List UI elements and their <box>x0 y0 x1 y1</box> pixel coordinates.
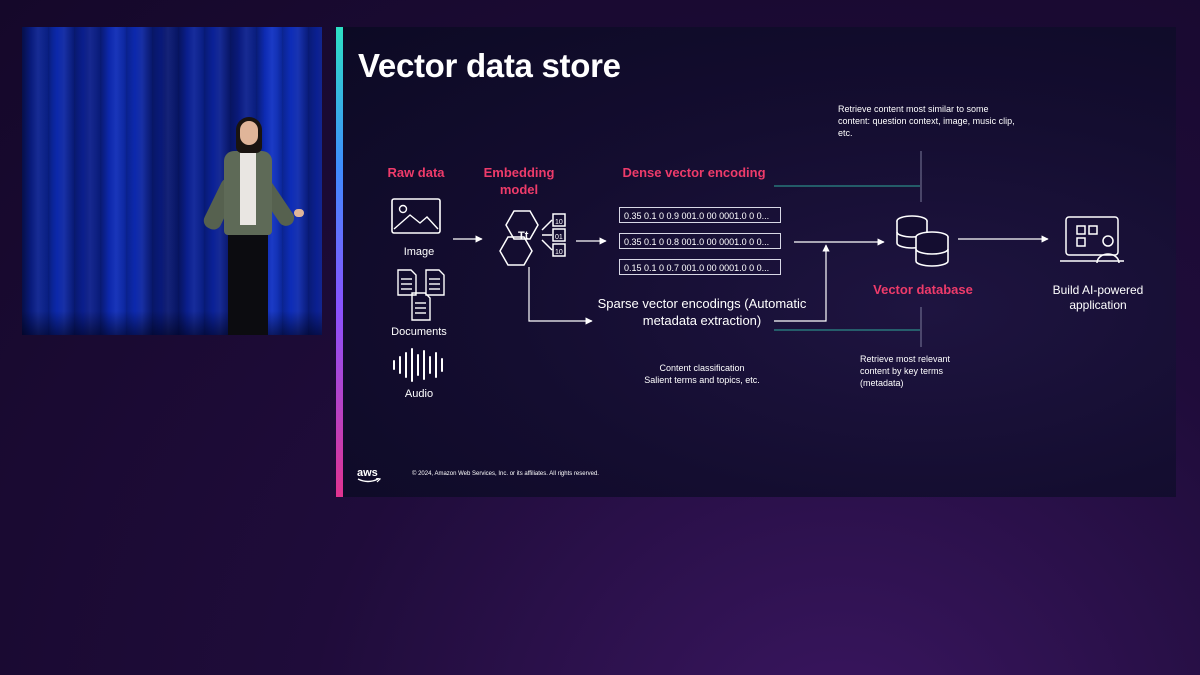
stage-curtain <box>22 27 322 335</box>
presentation-slide: Vector data store <box>336 27 1176 497</box>
aws-smile-icon <box>357 478 381 483</box>
input-image-label: Image <box>403 246 435 258</box>
input-documents-label: Documents <box>391 326 447 338</box>
svg-text:10: 10 <box>555 219 563 226</box>
slide-accent-bar <box>336 27 343 497</box>
diagram-connectors: Tt 10 01 10 <box>391 151 1124 382</box>
label-embedding-model: Embedding model <box>483 165 555 197</box>
vector-database-icon <box>896 215 949 267</box>
speaker-video-feed <box>22 27 322 335</box>
dense-vector-3: 0.15 0.1 0 0.7 001.0 00 0001.0 0 0... <box>619 259 781 275</box>
sparse-notes: Content classification Salient terms and… <box>596 362 808 386</box>
sparse-note-classification: Content classification <box>659 363 745 373</box>
image-icon <box>391 198 441 234</box>
arrow-sparse-to-db <box>774 244 830 322</box>
aws-logo: aws <box>357 467 381 484</box>
vector-database-label: Vector database <box>873 282 973 297</box>
slide-title: Vector data store <box>358 47 621 84</box>
sparse-note-terms: Salient terms and topics, etc. <box>644 375 760 385</box>
arrow-embedding-to-sparse <box>528 267 593 325</box>
dense-vector-2: 0.35 0.1 0 0.8 001.0 00 0001.0 0 0... <box>619 233 781 249</box>
presenter <box>201 115 322 335</box>
svg-text:10: 10 <box>555 249 563 256</box>
documents-icon <box>397 269 445 321</box>
sparse-vector-label: Sparse vector encodings (Automatic metad… <box>597 296 807 328</box>
dense-vector-1: 0.35 0.1 0 0.9 001.0 00 0001.0 0 0... <box>619 207 781 223</box>
retrieve-similar-note: Retrieve content most similar to some co… <box>838 104 1015 138</box>
copyright-text: © 2024, Amazon Web Services, Inc. or its… <box>412 471 599 477</box>
ai-application-icon <box>1060 216 1124 264</box>
retrieve-relevant-note: Retrieve most relevant content by key te… <box>860 354 951 388</box>
embedding-model-icon: Tt 10 01 10 <box>499 210 566 266</box>
svg-text:01: 01 <box>555 234 563 241</box>
build-ai-app-label: Build AI-powered application <box>1052 283 1144 312</box>
label-dense-vector-encoding: Dense vector encoding <box>622 165 766 180</box>
input-audio-label: Audio <box>404 388 434 400</box>
label-raw-data: Raw data <box>387 165 445 180</box>
svg-text:Tt: Tt <box>518 230 529 242</box>
audio-waveform-icon <box>393 348 443 382</box>
stage-floor <box>22 311 322 335</box>
